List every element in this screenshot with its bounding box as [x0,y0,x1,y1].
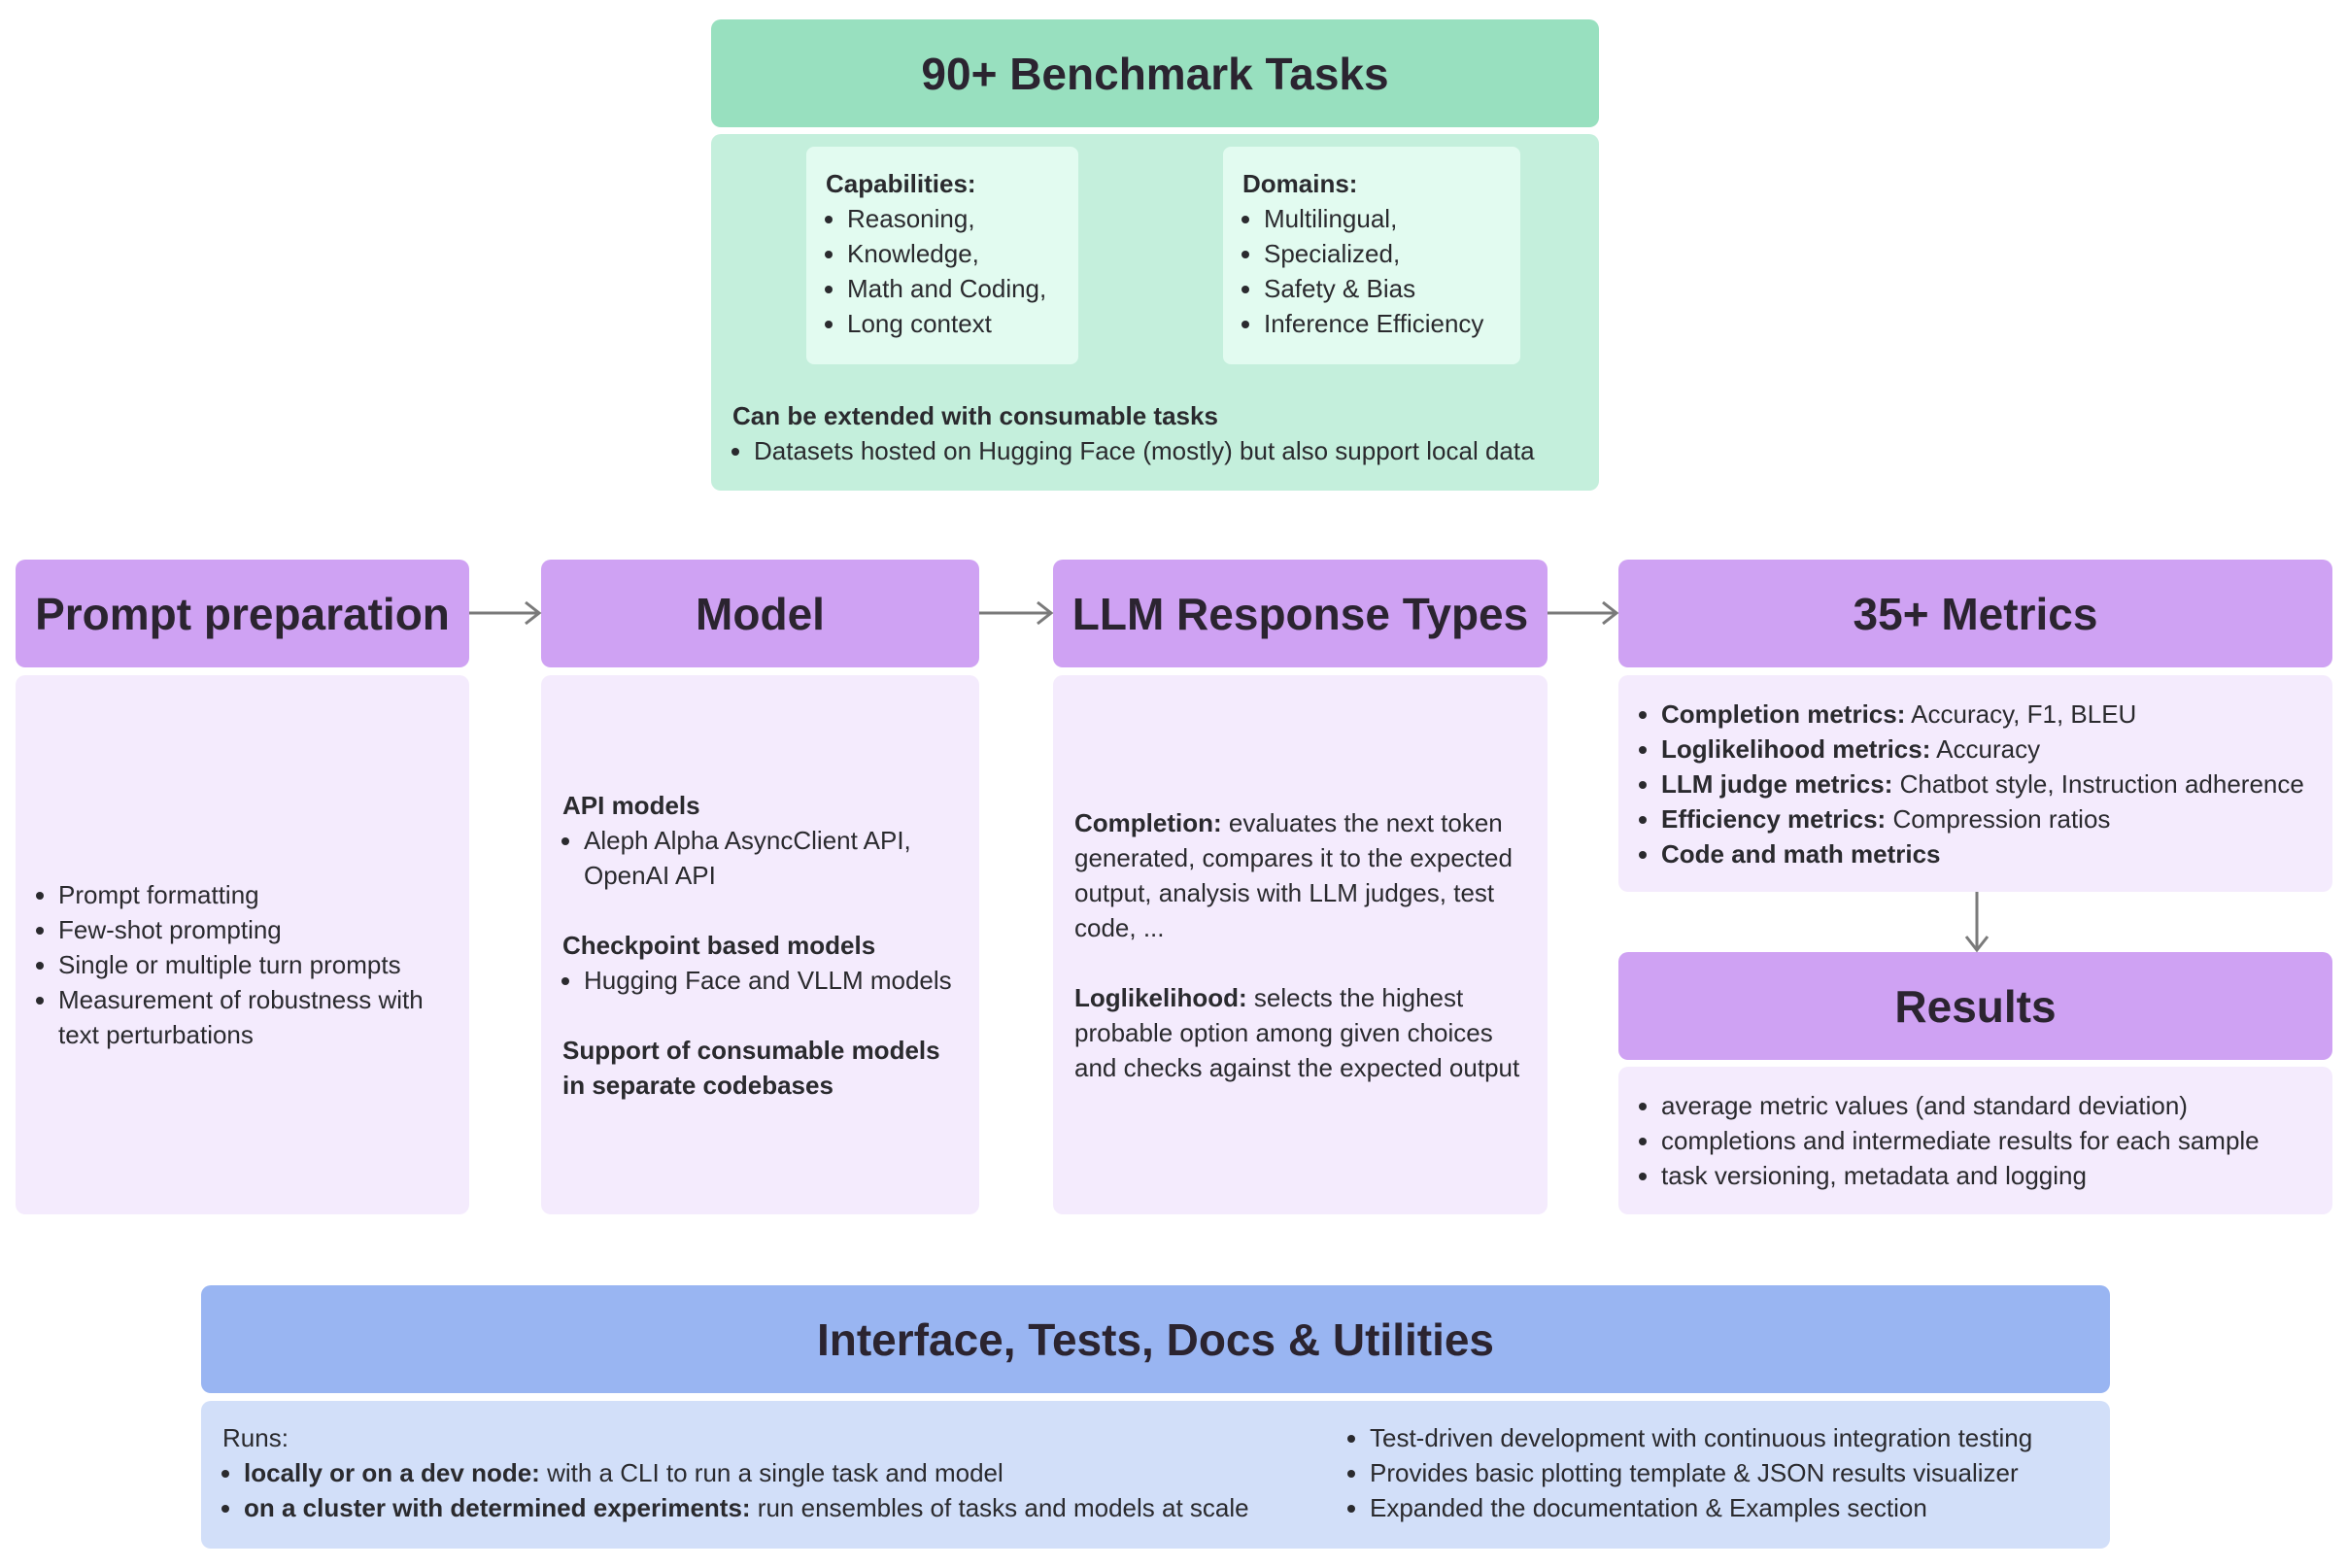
metrics-list: Completion metrics: Accuracy, F1, BLEU L… [1640,697,2311,871]
arrow-model-to-response [979,600,1054,626]
list-item: Loglikelihood metrics: Accuracy [1661,732,2311,767]
consumable-models-note: Support of consumable models in separate… [562,1035,940,1100]
list-item: Hugging Face and VLLM models [584,963,958,998]
interface-title: Interface, Tests, Docs & Utilities [816,1313,1495,1365]
loglikelihood-label: Loglikelihood: [1074,982,1247,1012]
list-item: Inference Efficiency [1264,306,1501,341]
results-title: Results [1894,980,2057,1032]
list-item: Code and math metrics [1661,836,2311,871]
metrics-title: 35+ Metrics [1853,588,2098,639]
loglikelihood-description: Loglikelihood: selects the highest proba… [1074,980,1526,1085]
list-item: task versioning, metadata and logging [1661,1158,2311,1193]
utilities-section: Test-driven development with continuous … [1348,1420,2087,1525]
arrow-prompt-to-model [469,600,542,626]
prompt-body: Prompt formatting Few-shot prompting Sin… [16,675,469,1214]
results-body: average metric values (and standard devi… [1618,1067,2332,1214]
completion-text: evaluates the next token generated, comp… [1074,807,1513,942]
capabilities-list: Reasoning, Knowledge, Math and Coding, L… [826,201,1059,341]
domains-heading: Domains: [1242,169,1358,198]
list-item: Single or multiple turn prompts [58,947,448,982]
interface-header: Interface, Tests, Docs & Utilities [201,1285,2110,1393]
list-item: Reasoning, [847,201,1059,236]
metrics-header: 35+ Metrics [1618,560,2332,667]
run-text: run ensembles of tasks and models at sca… [750,1493,1249,1522]
extend-heading: Can be extended with consumable tasks [732,401,1218,430]
api-models-list: Aleph Alpha AsyncClient API, OpenAI API [562,823,958,893]
list-item: Measurement of robustness with text pert… [58,982,448,1052]
prompt-title: Prompt preparation [35,588,450,639]
list-item: LLM judge metrics: Chatbot style, Instru… [1661,767,2311,801]
api-models-heading: API models [562,790,700,820]
run-label: on a cluster with determined experiments… [244,1493,751,1522]
domains-card: Domains: Multilingual, Specialized, Safe… [1223,147,1520,364]
list-item: Knowledge, [847,236,1059,271]
arrow-metrics-to-results [1964,892,1990,953]
interface-body: Runs: locally or on a dev node: with a C… [201,1401,2110,1549]
list-item: Aleph Alpha AsyncClient API, OpenAI API [584,823,958,893]
model-header: Model [541,560,979,667]
metric-text: Compression ratios [1886,803,2111,834]
metric-label: Code and math metrics [1661,838,1941,869]
completion-description: Completion: evaluates the next token gen… [1074,805,1526,945]
metric-text: Accuracy, F1, BLEU [1905,699,2137,729]
model-body: API models Aleph Alpha AsyncClient API, … [541,675,979,1214]
benchmark-header: 90+ Benchmark Tasks [711,19,1599,127]
list-item: average metric values (and standard devi… [1661,1088,2311,1123]
list-item: Specialized, [1264,236,1501,271]
capabilities-heading: Capabilities: [826,169,976,198]
list-item: Datasets hosted on Hugging Face (mostly)… [754,433,1587,468]
response-title: LLM Response Types [1071,588,1529,639]
results-header: Results [1618,952,2332,1060]
run-label: locally or on a dev node: [244,1458,540,1487]
list-item: Math and Coding, [847,271,1059,306]
list-item: Prompt formatting [58,877,448,912]
list-item: locally or on a dev node: with a CLI to … [244,1455,1291,1490]
metric-label: Loglikelihood metrics: [1661,733,1931,764]
list-item: Expanded the documentation & Examples se… [1370,1490,2087,1525]
metrics-body: Completion metrics: Accuracy, F1, BLEU L… [1618,675,2332,892]
prompt-list: Prompt formatting Few-shot prompting Sin… [37,877,448,1052]
completion-label: Completion: [1074,807,1222,837]
runs-list: locally or on a dev node: with a CLI to … [222,1455,1291,1525]
arrow-response-to-metrics [1548,600,1619,626]
checkpoint-models-list: Hugging Face and VLLM models [562,963,958,998]
loglikelihood-text: selects the highest probable option amon… [1074,982,1520,1082]
response-body: Completion: evaluates the next token gen… [1053,675,1548,1214]
list-item: Efficiency metrics: Compression ratios [1661,801,2311,836]
prompt-header: Prompt preparation [16,560,469,667]
list-item: Provides basic plotting template & JSON … [1370,1455,2087,1490]
metric-label: Efficiency metrics: [1661,803,1887,834]
metric-label: Completion metrics: [1661,699,1906,729]
extend-list: Datasets hosted on Hugging Face (mostly)… [732,433,1587,468]
list-item: Few-shot prompting [58,912,448,947]
metric-text: Chatbot style, Instruction adherence [1892,768,2304,799]
extend-section: Can be extended with consumable tasks Da… [732,398,1587,468]
list-item: on a cluster with determined experiments… [244,1490,1291,1525]
runs-label: Runs: [222,1423,289,1452]
benchmark-body: Capabilities: Reasoning, Knowledge, Math… [711,134,1599,491]
metric-label: LLM judge metrics: [1661,768,1893,799]
results-list: average metric values (and standard devi… [1640,1088,2311,1193]
model-title: Model [696,588,825,639]
capabilities-card: Capabilities: Reasoning, Knowledge, Math… [806,147,1078,364]
response-header: LLM Response Types [1053,560,1548,667]
runs-section: Runs: locally or on a dev node: with a C… [222,1420,1291,1525]
domains-list: Multilingual, Specialized, Safety & Bias… [1242,201,1501,341]
metric-text: Accuracy [1930,733,2041,764]
list-item: Safety & Bias [1264,271,1501,306]
run-text: with a CLI to run a single task and mode… [539,1458,1003,1487]
benchmark-title: 90+ Benchmark Tasks [921,48,1389,99]
list-item: Long context [847,306,1059,341]
list-item: Test-driven development with continuous … [1370,1420,2087,1455]
utilities-list: Test-driven development with continuous … [1348,1420,2087,1525]
checkpoint-models-heading: Checkpoint based models [562,930,876,960]
list-item: Completion metrics: Accuracy, F1, BLEU [1661,697,2311,732]
list-item: Multilingual, [1264,201,1501,236]
list-item: completions and intermediate results for… [1661,1123,2311,1158]
